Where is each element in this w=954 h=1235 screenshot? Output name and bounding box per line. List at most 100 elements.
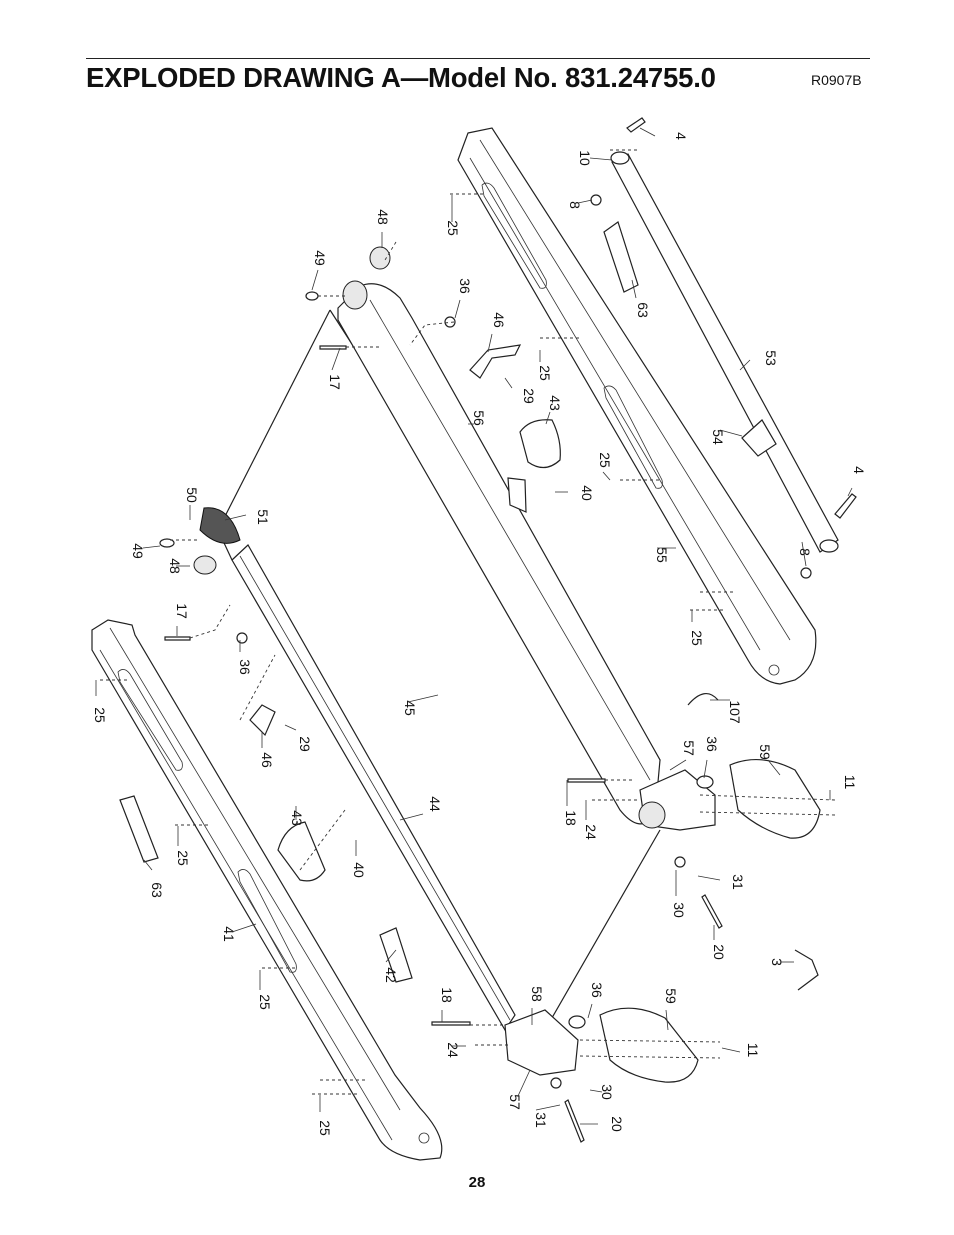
callout-43: 43	[289, 810, 305, 826]
leader-line	[587, 1003, 593, 1019]
callout-44: 44	[427, 796, 443, 812]
callout-55: 55	[654, 547, 670, 563]
fasteners	[164, 117, 857, 1143]
leader-line	[487, 333, 493, 353]
callout-11: 11	[745, 1043, 761, 1058]
leader-line	[639, 127, 656, 137]
callout-58: 58	[529, 986, 545, 1002]
leader-line	[331, 347, 341, 371]
callout-63: 63	[149, 882, 165, 898]
leader-line	[697, 875, 721, 881]
hood-left	[249, 704, 326, 882]
header-rule	[86, 58, 870, 59]
callout-30: 30	[671, 902, 687, 918]
callout-36: 36	[237, 659, 253, 675]
callout-57: 57	[681, 740, 697, 756]
leader-line	[703, 759, 708, 779]
roller-tube	[610, 151, 839, 553]
callout-18: 18	[563, 810, 579, 826]
leader-line	[631, 279, 637, 299]
right-side-rail	[457, 127, 817, 685]
callout-25: 25	[537, 365, 553, 381]
callout-36: 36	[589, 982, 605, 998]
callout-17: 17	[327, 374, 343, 390]
frame	[217, 283, 661, 1032]
motor-pulleys	[159, 246, 391, 575]
page-number: 28	[468, 1174, 486, 1191]
callout-43: 43	[547, 395, 563, 411]
callout-24: 24	[445, 1042, 461, 1058]
callout-59: 59	[757, 744, 773, 760]
leader-line	[385, 949, 397, 963]
leader-line	[577, 199, 593, 204]
leader-line	[589, 1089, 603, 1093]
leader-line	[407, 694, 439, 703]
callout-10: 10	[577, 150, 593, 166]
callout-8: 8	[567, 201, 583, 209]
callout-40: 40	[579, 485, 595, 501]
leader-line	[739, 359, 751, 371]
callout-18: 18	[439, 987, 455, 1003]
callout-29: 29	[521, 388, 537, 404]
left-side-rail	[91, 619, 443, 1161]
callout-layer: 4108254849364663531725295643544254050495…	[92, 127, 867, 1136]
leader-line	[399, 813, 424, 821]
callout-3: 3	[769, 958, 785, 966]
leader-line	[311, 269, 319, 291]
leader-line	[721, 1047, 741, 1053]
front-right-bracket	[638, 758, 821, 839]
callout-49: 49	[130, 543, 146, 559]
callout-24: 24	[583, 824, 599, 840]
callout-54: 54	[710, 429, 726, 445]
front-left-bracket	[504, 1007, 699, 1083]
callout-48: 48	[375, 209, 391, 225]
callout-46: 46	[491, 312, 507, 328]
callout-51: 51	[255, 509, 271, 525]
leader-line	[143, 859, 153, 871]
callout-4: 4	[673, 132, 689, 140]
callout-57: 57	[507, 1094, 523, 1110]
leader-line	[767, 759, 781, 776]
callout-31: 31	[730, 874, 746, 890]
callout-45: 45	[402, 700, 418, 716]
leader-line	[454, 299, 461, 319]
callout-56: 56	[471, 410, 487, 426]
page-title: EXPLODED DRAWING A—Model No. 831.24755.0	[86, 62, 716, 93]
leader-line	[142, 545, 161, 549]
leader-line	[224, 514, 247, 521]
callout-25: 25	[445, 220, 461, 236]
callout-25: 25	[597, 452, 613, 468]
callout-49: 49	[312, 250, 328, 266]
callout-20: 20	[711, 944, 727, 960]
callout-4: 4	[851, 466, 867, 474]
leader-line	[284, 724, 297, 731]
callout-48: 48	[167, 558, 183, 574]
leader-line	[719, 429, 743, 437]
callout-8: 8	[797, 548, 813, 556]
callout-25: 25	[175, 850, 191, 866]
decals	[119, 221, 639, 983]
leader-line	[504, 377, 513, 389]
leader-line	[589, 157, 613, 161]
callout-53: 53	[763, 350, 779, 366]
leader-line	[801, 541, 807, 567]
callout-40: 40	[351, 862, 367, 878]
callout-41: 41	[221, 926, 237, 942]
callout-107: 107	[727, 700, 743, 724]
callout-25: 25	[689, 630, 705, 646]
callout-63: 63	[635, 302, 651, 318]
callout-29: 29	[297, 736, 313, 752]
callout-31: 31	[533, 1112, 549, 1128]
callout-25: 25	[92, 707, 108, 723]
callout-25: 25	[317, 1120, 333, 1136]
callout-25: 25	[257, 994, 273, 1010]
leader-line	[847, 487, 853, 497]
leader-line	[517, 1069, 531, 1097]
hood-right	[469, 344, 561, 513]
alignment-lines	[100, 149, 836, 1095]
drawing-code: R0907B	[811, 72, 862, 88]
leader-line	[669, 759, 687, 771]
callout-42: 42	[383, 967, 399, 983]
leader-line	[545, 411, 551, 425]
callout-11: 11	[842, 775, 858, 790]
